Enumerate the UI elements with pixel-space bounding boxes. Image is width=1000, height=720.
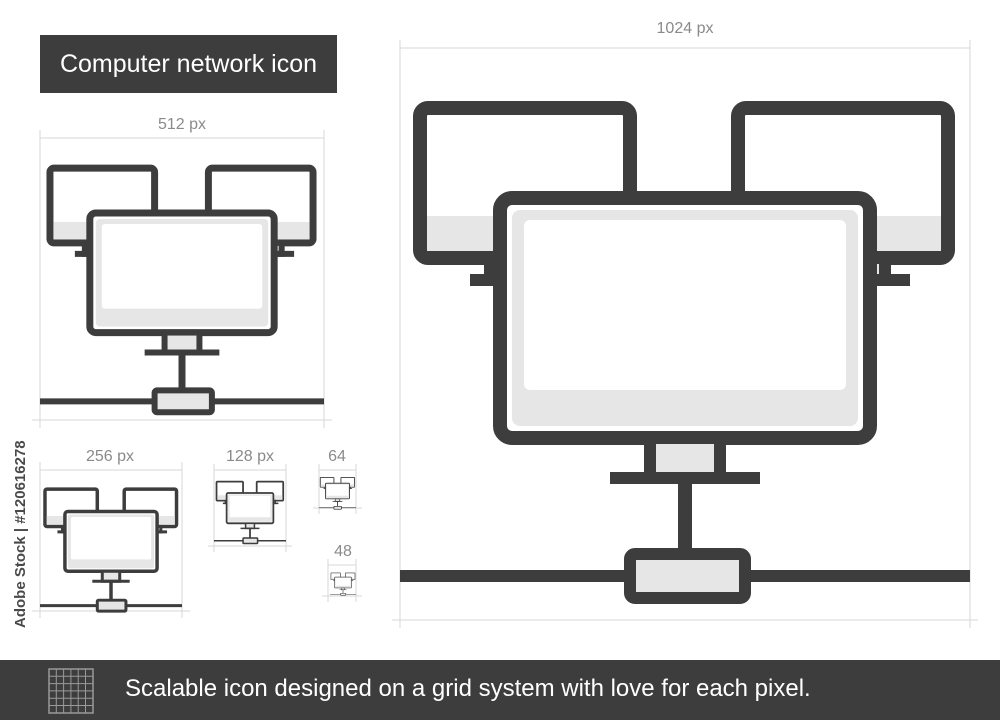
size-label-48: 48 bbox=[334, 543, 352, 560]
computer-network-icon-1024 bbox=[400, 88, 970, 593]
size-label-1024: 1024 px bbox=[656, 20, 714, 37]
footer-text: Scalable icon designed on a grid system … bbox=[125, 675, 811, 702]
computer-network-icon-512 bbox=[40, 158, 324, 410]
footer-banner: Scalable icon designed on a grid system … bbox=[0, 660, 1000, 720]
computer-network-icon-64 bbox=[318, 476, 357, 510]
computer-network-icon-128 bbox=[213, 480, 287, 545]
computer-network-icon-256 bbox=[38, 487, 184, 613]
stock-id-label: Adobe Stock | #120616278 bbox=[12, 440, 29, 628]
size-label-256: 256 px bbox=[85, 448, 135, 465]
page-title: Computer network icon bbox=[40, 35, 337, 93]
size-label-128: 128 px bbox=[225, 448, 275, 465]
grid-icon bbox=[48, 668, 94, 714]
size-label-64: 64 bbox=[328, 448, 346, 465]
size-label-512: 512 px bbox=[157, 116, 207, 133]
computer-network-icon-48 bbox=[329, 572, 357, 596]
